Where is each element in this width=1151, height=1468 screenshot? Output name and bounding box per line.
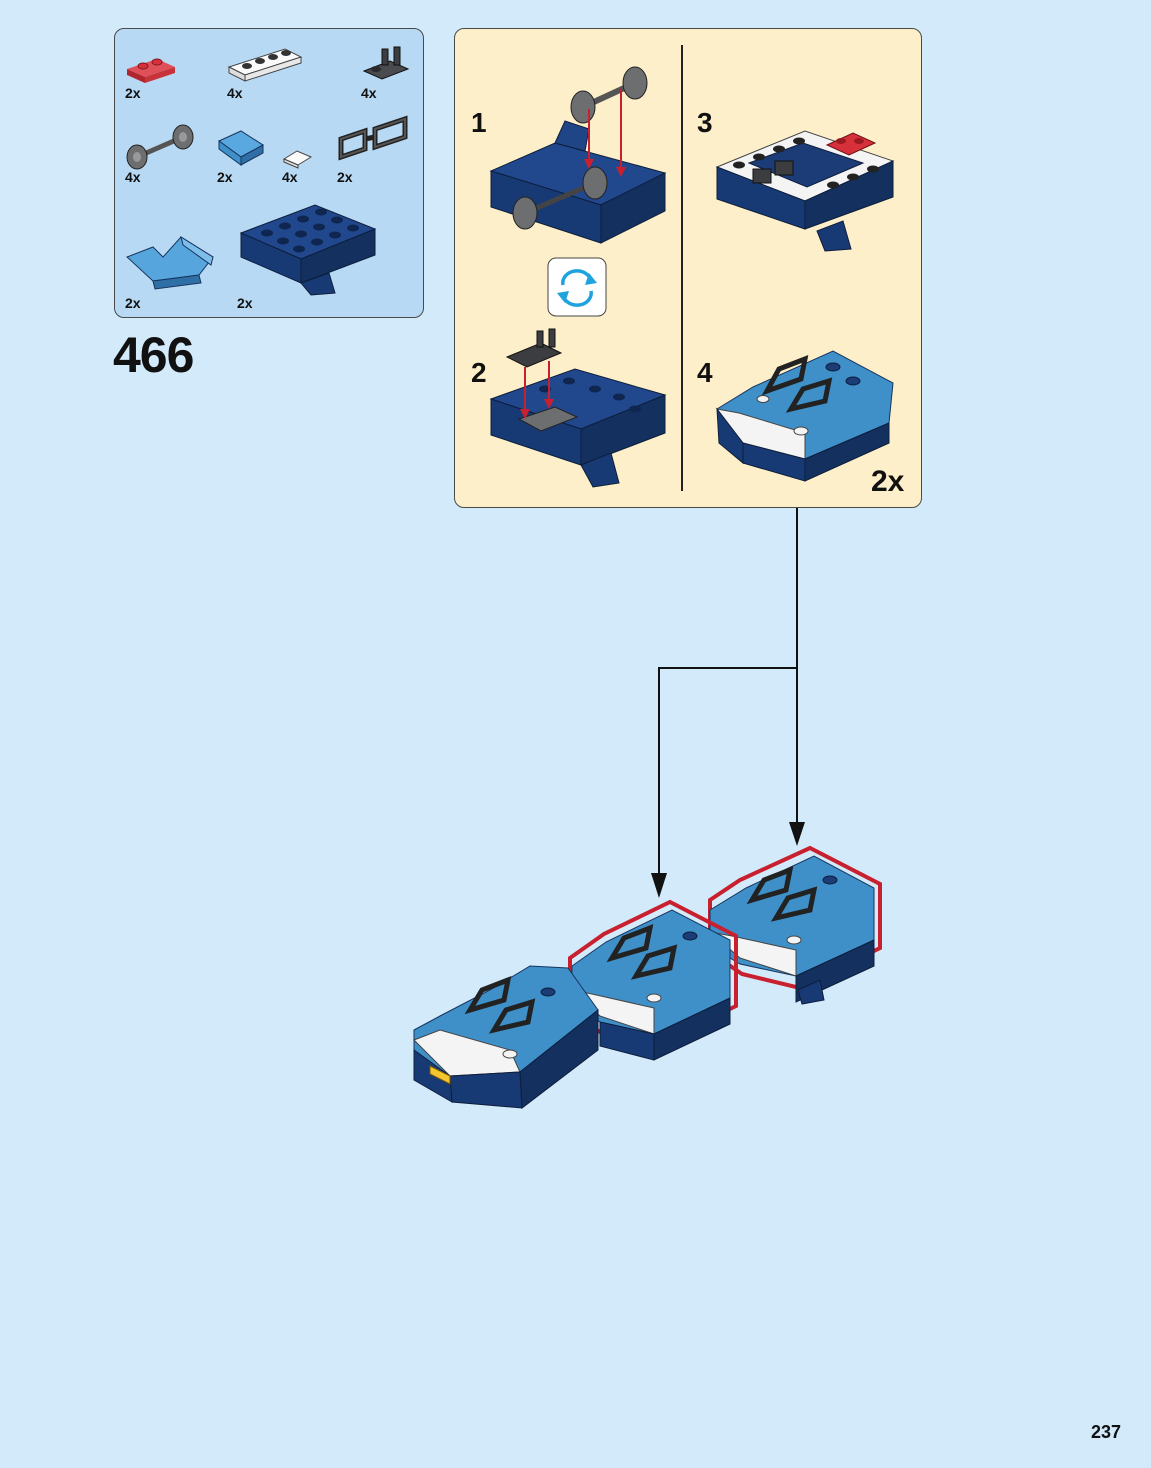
substep-number: 2 [471,357,487,388]
part-count: 4x [361,85,377,101]
red-plate-1x2-icon [127,58,175,83]
substep-number: 1 [471,107,487,138]
panel-divider [681,45,683,491]
substep-3-illustration [715,130,895,252]
part-count: 2x [237,295,253,311]
substep-number: 4 [697,357,713,388]
parts-list-panel: 2x 4x 4x 4x 2x 4x [114,28,424,318]
substep-2-illustration [489,328,667,488]
part-count: 4x [125,169,141,185]
repeat-multiplier: 2x [871,465,905,498]
subassembly-panel: 1 2 3 4 [454,28,922,508]
white-plate-1x4-icon [227,48,303,82]
part-count: 2x [125,85,141,101]
added-car-middle [568,899,738,1061]
part-count: 2x [125,295,141,311]
rotate-model-icon [547,257,607,317]
step-number: 466 [113,327,194,383]
blue-wedge-icon [126,235,214,290]
wheel-axle-icon [126,124,194,170]
substep-4-illustration [715,350,894,482]
main-model-illustration [413,845,882,1109]
white-tile-icon [282,150,313,169]
existing-front-car [413,965,599,1109]
part-count: 4x [227,85,243,101]
part-count: 4x [282,169,298,185]
substep-1-illustration [489,66,667,244]
page-number: 237 [1090,1422,1121,1442]
dark-handle-bar-icon [338,115,408,161]
blue-slope-icon [218,130,264,166]
part-count: 2x [337,169,353,185]
dark-clip-plate-icon [362,46,410,80]
part-count: 2x [217,169,233,185]
substep-number: 3 [697,107,713,138]
dark-blue-base-plate-icon [239,204,377,296]
